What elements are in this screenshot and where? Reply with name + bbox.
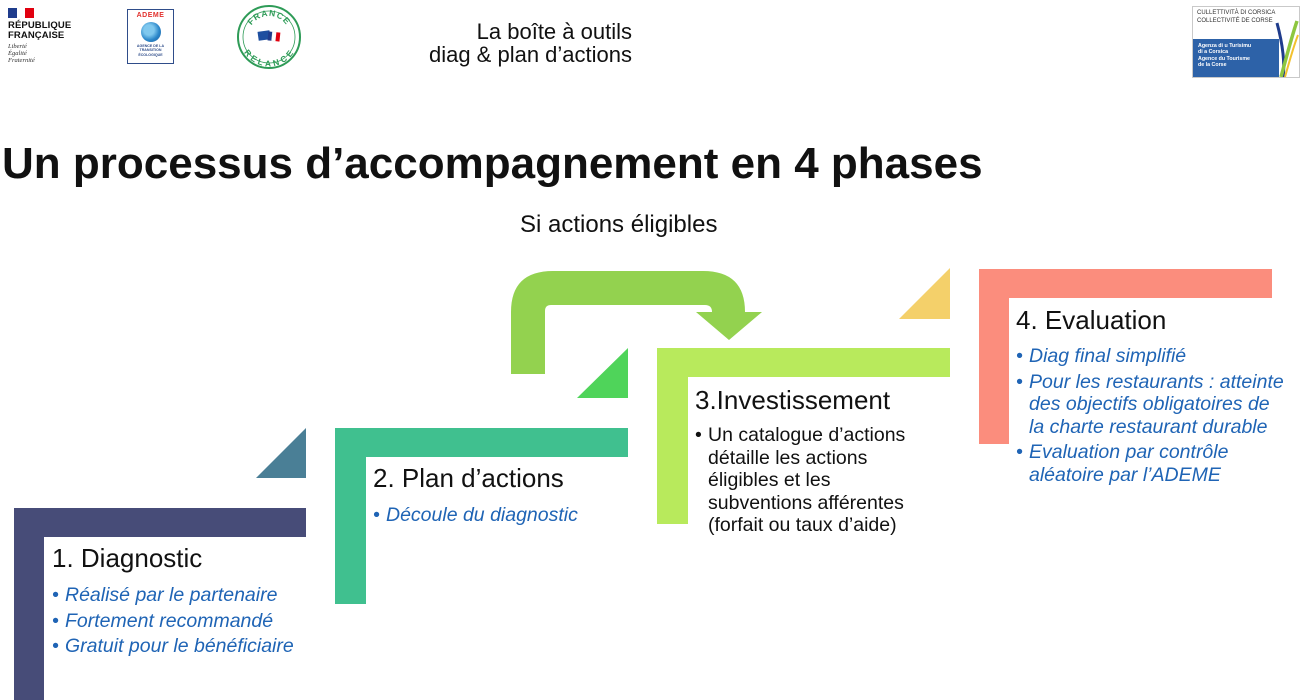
- corsica-line1: CULLETTIVITÀ DI CORSICA: [1197, 10, 1276, 16]
- globe-icon: [140, 22, 161, 42]
- phase1-bullets: Réalisé par le partenaire Fortement reco…: [52, 584, 317, 661]
- header-title-line2: diag & plan d’actions: [428, 42, 632, 67]
- list-item: Un catalogue d’actions détaille les acti…: [695, 424, 935, 537]
- phase3-shape: [657, 348, 950, 524]
- corsica-band: Agenza di u Turisimu di a Corsica Agence…: [1193, 39, 1279, 77]
- phase4-shape: [979, 269, 1272, 444]
- rf-name-line2: FRANÇAISE: [8, 30, 65, 41]
- header-title: La boîte à outils diag & plan d’actions: [380, 20, 632, 66]
- flags-icon: [257, 30, 281, 42]
- phase2-shape: [335, 428, 628, 604]
- phase2-bullets: Découle du diagnostic: [373, 504, 633, 530]
- phase1-title: 1. Diagnostic: [52, 543, 203, 573]
- loop-arrow-icon: [511, 271, 762, 374]
- list-item: Réalisé par le partenaire: [52, 584, 317, 607]
- ademe-logo: ADEME AGENCE DE LA TRANSITION ÉCOLOGIQUE: [127, 9, 174, 64]
- rf-name-line1: RÉPUBLIQUE: [8, 20, 72, 31]
- phase1-shape: [14, 508, 306, 700]
- french-flag-icon: [8, 8, 35, 18]
- loop-label: Si actions éligibles: [520, 211, 718, 238]
- page-title: Un processus d’accompagnement en 4 phase…: [2, 139, 983, 188]
- list-item: Gratuit pour le bénéficiaire: [52, 635, 317, 658]
- phase1-triangle: [256, 428, 306, 478]
- phase3-title: 3.Investissement: [695, 385, 891, 415]
- list-item: Evaluation par contrôle aléatoire par l’…: [1016, 441, 1286, 486]
- swoosh-icon: [1275, 20, 1299, 77]
- corsica-logo: CULLETTIVITÀ DI CORSICA COLLECTIVITÉ DE …: [1192, 6, 1300, 78]
- list-item: Fortement recommandé: [52, 610, 317, 633]
- republique-francaise-logo: RÉPUBLIQUE FRANÇAISE Liberté Égalité Fra…: [8, 8, 88, 68]
- list-item: Découle du diagnostic: [373, 504, 633, 527]
- phase3-bullets: Un catalogue d’actions détaille les acti…: [695, 424, 935, 537]
- ademe-name: ADEME: [136, 12, 165, 19]
- france-relance-logo: FRANCE RELANCE: [237, 5, 301, 69]
- list-item: Pour les restaurants : atteinte des obje…: [1016, 371, 1286, 439]
- phase2-triangle: [577, 348, 628, 398]
- phase4-triangle: [899, 268, 950, 319]
- list-item: Diag final simplifié: [1016, 345, 1286, 368]
- phase4-title: 4. Evaluation: [1016, 305, 1167, 335]
- corsica-line2: COLLECTIVITÉ DE CORSE: [1197, 17, 1273, 24]
- phase2-title: 2. Plan d’actions: [373, 463, 564, 493]
- ademe-subtitle: AGENCE DE LA TRANSITION ÉCOLOGIQUE: [136, 44, 165, 57]
- header-title-line1: La boîte à outils: [476, 19, 632, 44]
- rf-motto: Liberté Égalité Fraternité: [8, 43, 35, 64]
- phase4-bullets: Diag final simplifié Pour les restaurant…: [1016, 345, 1286, 489]
